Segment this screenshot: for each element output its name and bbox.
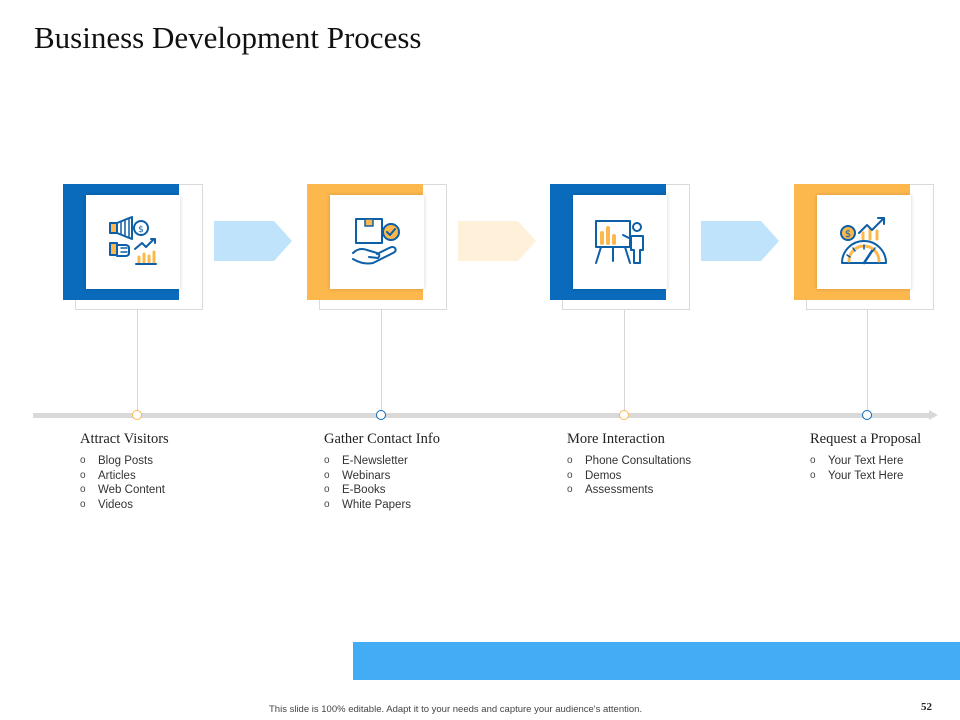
bullet-item: o Assessments [567, 483, 737, 498]
bullet-mark: o [567, 469, 573, 481]
bullet-text: Web Content [98, 484, 165, 496]
bullet-mark: o [324, 498, 330, 510]
bullet-item: o Videos [80, 498, 250, 513]
svg-text:$: $ [845, 229, 851, 240]
dollar-gauge-growth-icon: $ [840, 217, 887, 265]
decorative-blue-bar [353, 642, 960, 680]
bullet-text: Blog Posts [98, 455, 153, 467]
bullet-item: o Blog Posts [80, 454, 250, 469]
bullet-mark: o [80, 498, 86, 510]
bullet-item: o Web Content [80, 483, 250, 498]
connector-line-2 [381, 310, 382, 415]
step-card-attract-visitors[interactable]: $ [63, 184, 203, 310]
bullet-mark: o [810, 469, 816, 481]
presentation-board-icon [595, 220, 644, 264]
bullet-item: o White Papers [324, 498, 494, 513]
slide-footer-note: This slide is 100% editable. Adapt it to… [269, 704, 643, 715]
step-card-request-a-proposal[interactable]: $ [794, 184, 934, 310]
chevron-arrow-2 [458, 221, 536, 261]
connector-line-4 [867, 310, 868, 415]
bullet-item: o Phone Consultations [567, 454, 737, 469]
bullet-mark: o [810, 455, 816, 466]
card-icon-panel: $ [86, 195, 180, 289]
svg-text:$: $ [138, 225, 144, 235]
card-icon-panel: $ [817, 195, 911, 289]
bullet-text: E-Newsletter [342, 455, 408, 467]
bullet-mark: o [324, 484, 330, 495]
bullet-text: White Papers [342, 498, 412, 511]
bullet-item: o Your Text Here [810, 454, 955, 469]
chevron-arrow-3 [701, 221, 779, 261]
step-heading: Request a Proposal [810, 431, 922, 447]
card-icon-panel [573, 195, 667, 289]
timeline-arrowhead [929, 410, 938, 420]
box-hand-checkmark-icon [352, 218, 400, 265]
step-heading: More Interaction [567, 431, 665, 447]
bullet-item: o Articles [80, 469, 250, 484]
timeline-dot-2 [376, 410, 386, 420]
step-heading: Gather Contact Info [324, 431, 440, 447]
bullet-text: Articles [98, 469, 136, 482]
bullet-item: o Webinars [324, 469, 494, 484]
bullet-mark: o [80, 455, 86, 466]
bullet-text: Videos [98, 498, 133, 511]
timeline-dot-3 [619, 410, 629, 420]
bullet-text: Webinars [342, 469, 391, 482]
step-heading: Attract Visitors [80, 431, 169, 447]
step-card-more-interaction[interactable] [550, 184, 690, 310]
bullet-item: o Your Text Here [810, 469, 955, 484]
step-card-gather-contact-info[interactable] [307, 184, 447, 310]
bullet-item: o Demos [567, 469, 737, 484]
bullet-text: E-Books [342, 484, 386, 496]
slide-title: Business Development Process [34, 20, 422, 55]
bullet-text: Your Text Here [828, 469, 904, 482]
timeline-bar [33, 413, 931, 418]
card-icon-panel [330, 195, 424, 289]
bullet-mark: o [80, 484, 86, 495]
timeline-dot-4 [862, 410, 872, 420]
bullet-mark: o [324, 469, 330, 481]
bullet-mark: o [567, 484, 573, 495]
bullet-text: Assessments [585, 484, 654, 496]
bullet-item: o E-Books [324, 483, 494, 498]
bullet-mark: o [324, 455, 330, 466]
bullet-mark: o [567, 455, 573, 466]
bullet-text: Demos [585, 469, 622, 482]
chevron-arrow-1 [214, 221, 292, 261]
page-number: 52 [921, 701, 932, 713]
connector-line-3 [624, 310, 625, 415]
bullet-mark: o [80, 469, 86, 481]
bullet-item: o E-Newsletter [324, 454, 494, 469]
connector-line-1 [137, 310, 138, 415]
timeline-dot-1 [132, 410, 142, 420]
megaphone-handshake-chart-icon: $ [109, 216, 157, 265]
bullet-text: Phone Consultations [585, 455, 692, 467]
bullet-text: Your Text Here [828, 455, 904, 467]
